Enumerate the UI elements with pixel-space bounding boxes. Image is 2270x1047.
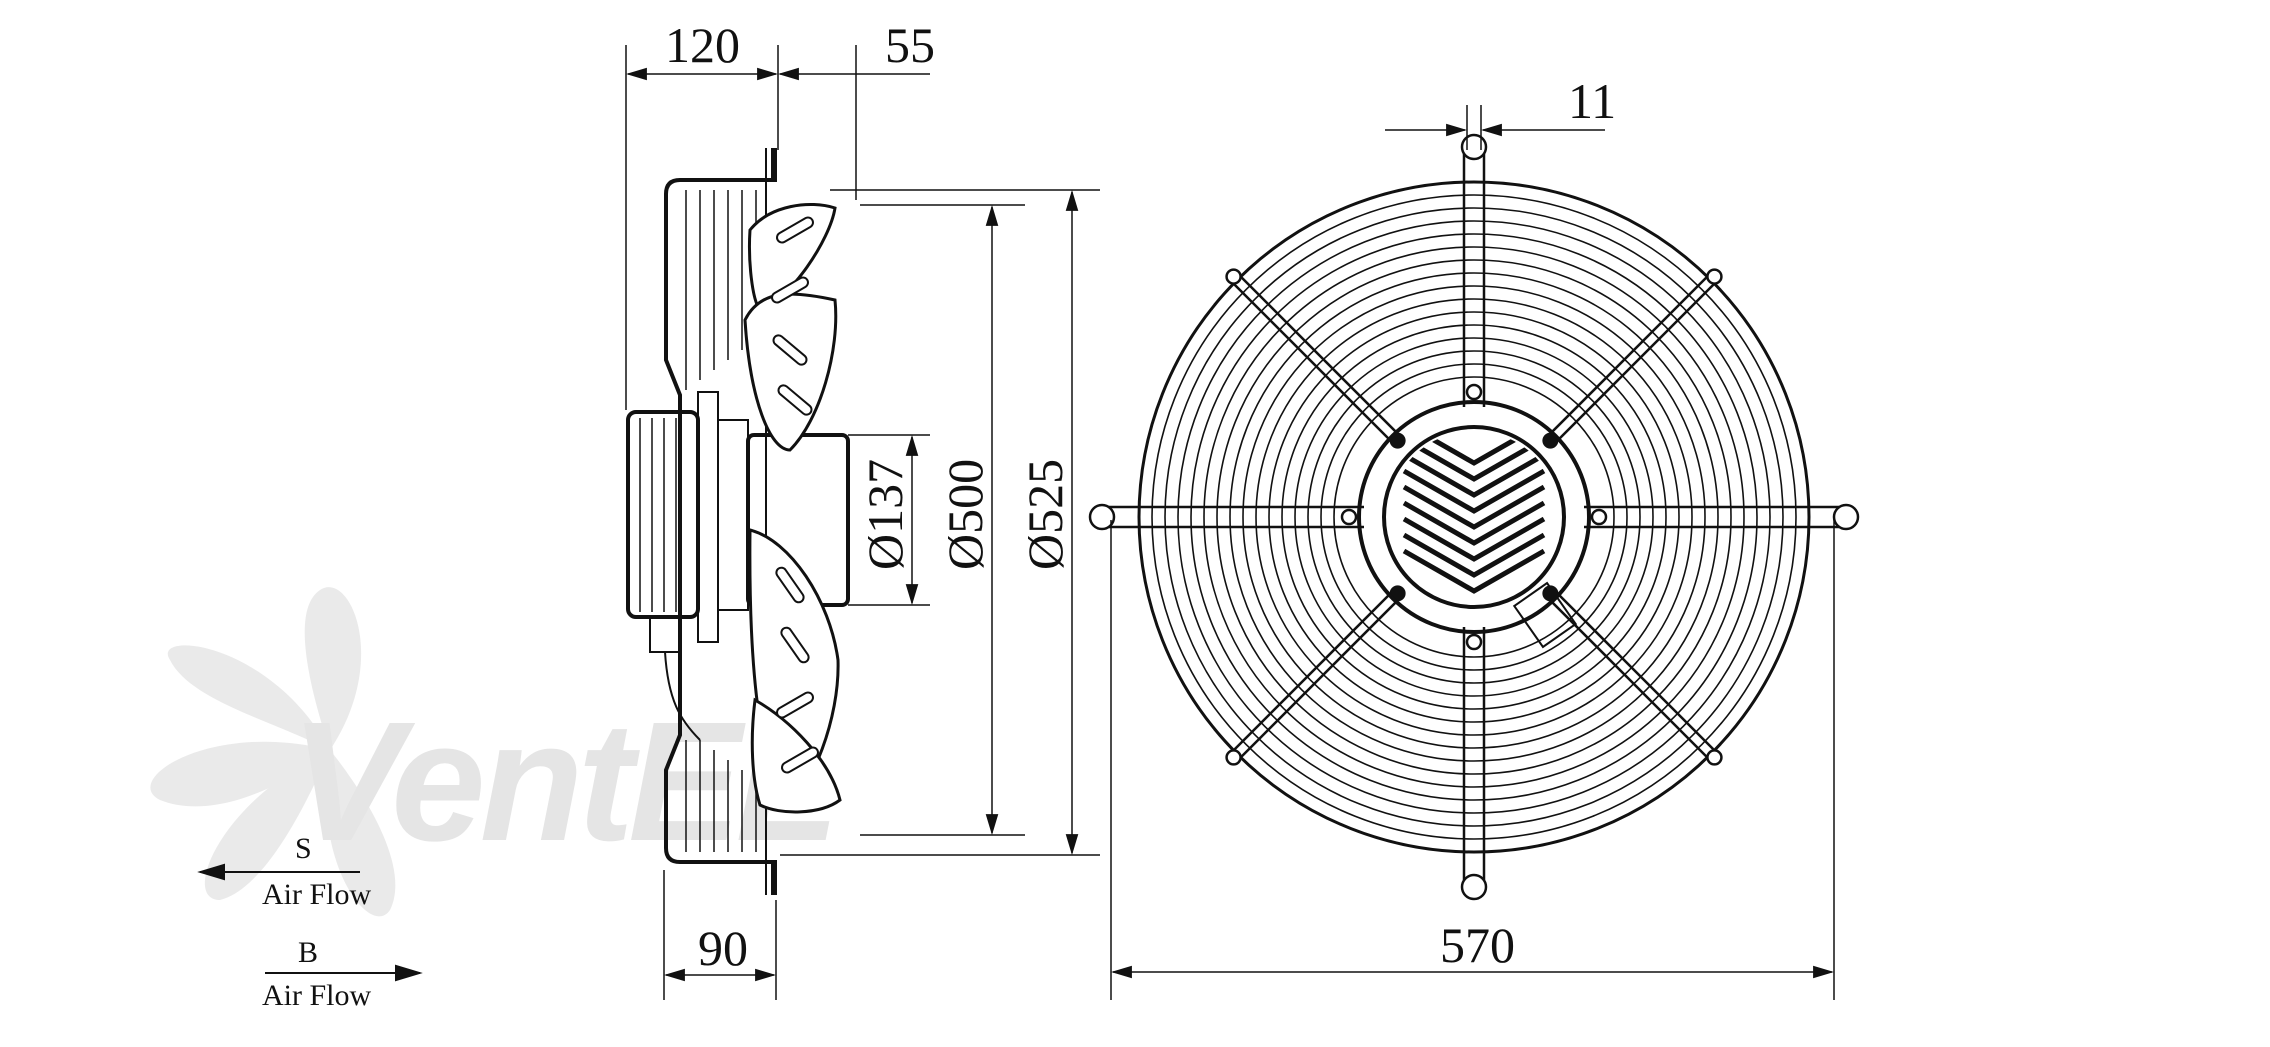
dimension-570: 570 — [1440, 917, 1515, 973]
airflow-s-label: S — [295, 832, 312, 865]
watermark-brand-text: VentEL — [290, 687, 833, 877]
guard-ring — [1229, 272, 1719, 762]
dimension-90: 90 — [698, 920, 748, 976]
guard-ring — [1177, 220, 1771, 814]
guard-spoke — [1460, 133, 1488, 407]
side-view-blades — [743, 202, 842, 814]
motor-body — [626, 391, 749, 741]
side-view-shroud — [664, 148, 777, 895]
watermark-fan-icon — [150, 587, 396, 917]
dimension-d137: Ø137 — [857, 459, 913, 570]
airflow-s-text: Air Flow — [262, 878, 372, 911]
guard-spoke — [1225, 590, 1401, 766]
hub-fin — [1402, 532, 1546, 578]
hub-fin — [1402, 548, 1546, 594]
guard-ring — [1190, 233, 1758, 801]
guard-ring — [1333, 376, 1615, 658]
hub-pattern — [1402, 431, 1546, 594]
guard-spoke — [1584, 503, 1860, 531]
hub-fin — [1402, 436, 1546, 482]
airflow-b-text: Air Flow — [262, 979, 372, 1012]
hub-fin — [1402, 484, 1546, 530]
front-hub-inner — [1382, 425, 1566, 609]
hub-fin — [1402, 452, 1546, 498]
guard-spokes — [1088, 133, 1860, 901]
hub-fin — [1402, 468, 1546, 514]
dimension-d500: Ø500 — [937, 459, 993, 570]
watermark-logo: VentEL — [150, 587, 839, 917]
dimension-11: 11 — [1568, 73, 1616, 129]
guard-ring — [1255, 298, 1693, 736]
guard-ring — [1216, 259, 1732, 775]
guard-ring — [1268, 311, 1680, 723]
guard-spoke — [1460, 627, 1488, 901]
guard-ring — [1151, 194, 1797, 840]
airflow-b-label: B — [298, 936, 318, 969]
guard-spoke — [1225, 268, 1401, 444]
guard-ring — [1137, 180, 1811, 854]
dimension-55: 55 — [885, 17, 935, 73]
front-hub-outer — [1357, 400, 1591, 634]
guard-ring — [1320, 363, 1628, 671]
guard-ring — [1203, 246, 1745, 788]
hub-fin — [1402, 516, 1546, 562]
dimension-120: 120 — [665, 17, 740, 73]
airflow-legend: S Air Flow B Air Flow — [197, 832, 423, 1012]
guard-ring — [1281, 324, 1667, 710]
guard-ring — [1307, 350, 1641, 684]
guard-ring — [1242, 285, 1706, 749]
front-view — [1088, 133, 1860, 901]
guard-spoke — [1547, 590, 1723, 766]
guard-ring — [1294, 337, 1654, 697]
guard-spoke — [1547, 268, 1723, 444]
side-view-dimensions: 120 55 90 Ø137 Ø500 Ø525 — [625, 17, 1100, 1000]
terminal-box — [1512, 581, 1578, 649]
guard-ring — [1164, 207, 1784, 827]
guard-spoke — [1088, 503, 1364, 531]
front-view-dimensions: 11 570 — [1110, 73, 1835, 1000]
hub-fin — [1402, 500, 1546, 546]
dimension-d525: Ø525 — [1017, 459, 1073, 570]
blade-slots — [771, 216, 819, 774]
guard-rings — [1137, 180, 1811, 854]
side-view — [626, 148, 850, 895]
